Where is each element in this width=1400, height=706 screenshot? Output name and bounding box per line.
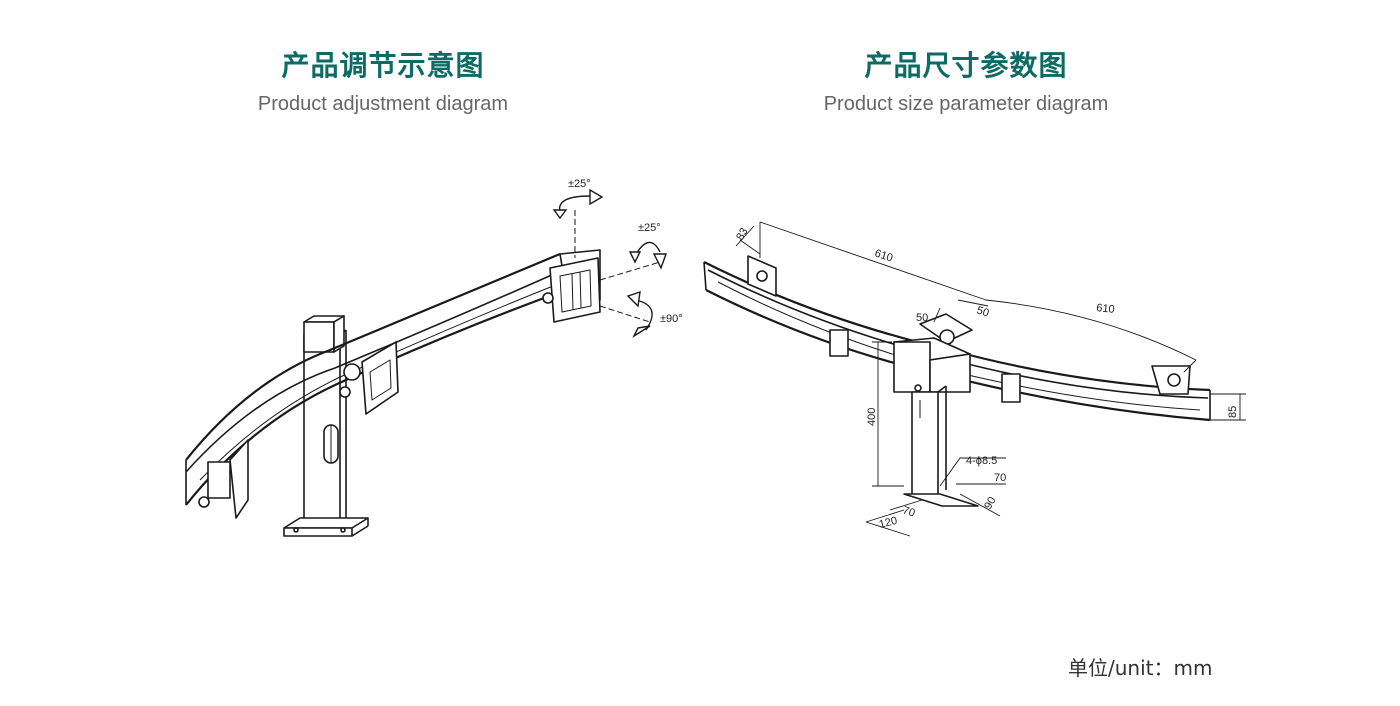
size-vesa-left: [747, 255, 777, 297]
dim-arm-left: 610: [873, 247, 894, 264]
dim-plate-b: 50: [975, 304, 990, 319]
dim-base-a: 70: [901, 504, 916, 519]
dim-hole-spacing-b: 90: [982, 495, 999, 512]
base-plate: [283, 517, 369, 537]
size-title-en: Product size parameter diagram: [823, 93, 1109, 115]
size-vesa-center: [919, 313, 973, 345]
dim-bar-height: 85: [1227, 406, 1239, 418]
adjustment-title-en: Product adjustment diagram: [257, 93, 509, 115]
size-pole: [893, 337, 971, 497]
vesa-plate-middle: [339, 341, 399, 415]
size-curved-bar: [703, 261, 1211, 422]
tilt-side-label: ±25°: [638, 222, 661, 234]
clip-left: [829, 329, 849, 357]
adjustment-heading: 产品调节示意图 Product adjustment diagram: [133, 48, 633, 116]
dimension-lines: [735, 221, 1246, 537]
dim-arm-right: 610: [1096, 302, 1116, 316]
unit-label: 单位/unit：mm: [1068, 656, 1213, 680]
adjustment-title-cn: 产品调节示意图: [281, 49, 485, 82]
rotate-label: ±90°: [660, 313, 683, 325]
dim-base-b: 120: [878, 515, 899, 531]
dim-holes: 4-ϕ8.5: [966, 455, 997, 467]
dim-hole-spacing-a: 70: [994, 472, 1006, 484]
dim-plate-a: 50: [916, 312, 928, 324]
size-title-cn: 产品尺寸参数图: [864, 49, 1068, 82]
tilt-top-label: ±25°: [568, 178, 591, 190]
clip-right: [1001, 373, 1021, 403]
size-heading: 产品尺寸参数图 Product size parameter diagram: [716, 48, 1216, 116]
clamp-block: [303, 315, 345, 353]
vesa-plate-right: [542, 257, 601, 323]
rotation-arrows: [552, 188, 667, 338]
size-vesa-right: [1151, 365, 1191, 395]
size-base: [903, 493, 979, 507]
dim-pole-height: 400: [866, 408, 878, 426]
vesa-plate-left: [198, 439, 249, 519]
axis-horizontal: [599, 261, 661, 281]
tilt-side-arrow-icon: [635, 241, 661, 255]
dim-vesa-height: 83: [734, 226, 751, 243]
